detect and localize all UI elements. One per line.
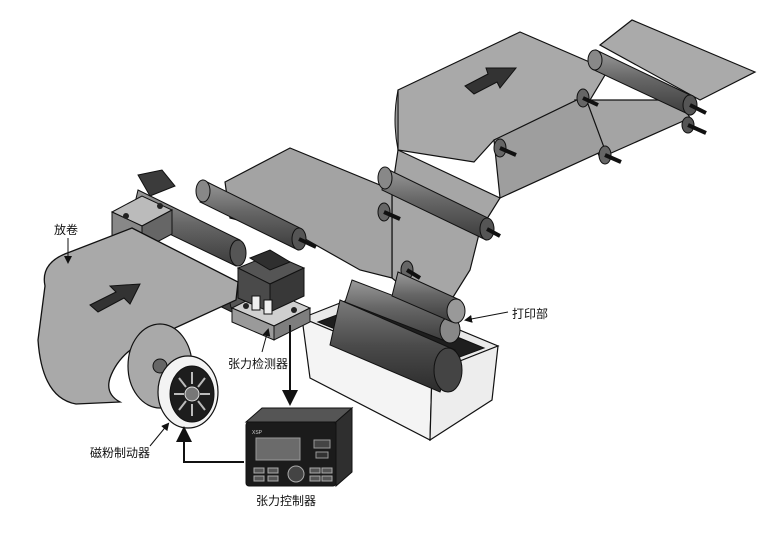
printing-roller-top [391,271,466,324]
roller-mid-right [576,88,622,165]
signal-arrow-controller-to-brake [176,426,244,463]
leader-brake [149,422,170,447]
arrow-upper [464,67,518,95]
roller-guide-long [377,166,501,241]
printing-cylinder-large [329,299,463,393]
roller-middle [195,179,317,251]
label-printing-unit: 打印部 [512,307,549,321]
roller-top-right-b [681,116,707,135]
web-exit [598,19,757,101]
controller-brand: XSP [252,430,263,436]
printing-roller-upper [344,279,461,344]
roller-guide-short [377,202,422,280]
label-magnetic-powder-brake: 磁粉制动器 [90,446,151,460]
label-tension-sensor: 张力检测器 [228,357,289,371]
leader-printing [464,311,509,323]
magnetic-powder-brake [157,355,219,429]
label-tension-controller: 张力控制器 [256,494,317,508]
tension-controller: XSP [244,406,354,488]
label-unwind: 放卷 [54,223,79,237]
web-unwind [37,227,239,405]
arrow-unwind [89,283,141,313]
leader-sensor [261,328,271,353]
roller-bend [493,138,517,158]
tension-sensor-right [230,249,312,341]
roller-top-right-a [587,49,707,116]
